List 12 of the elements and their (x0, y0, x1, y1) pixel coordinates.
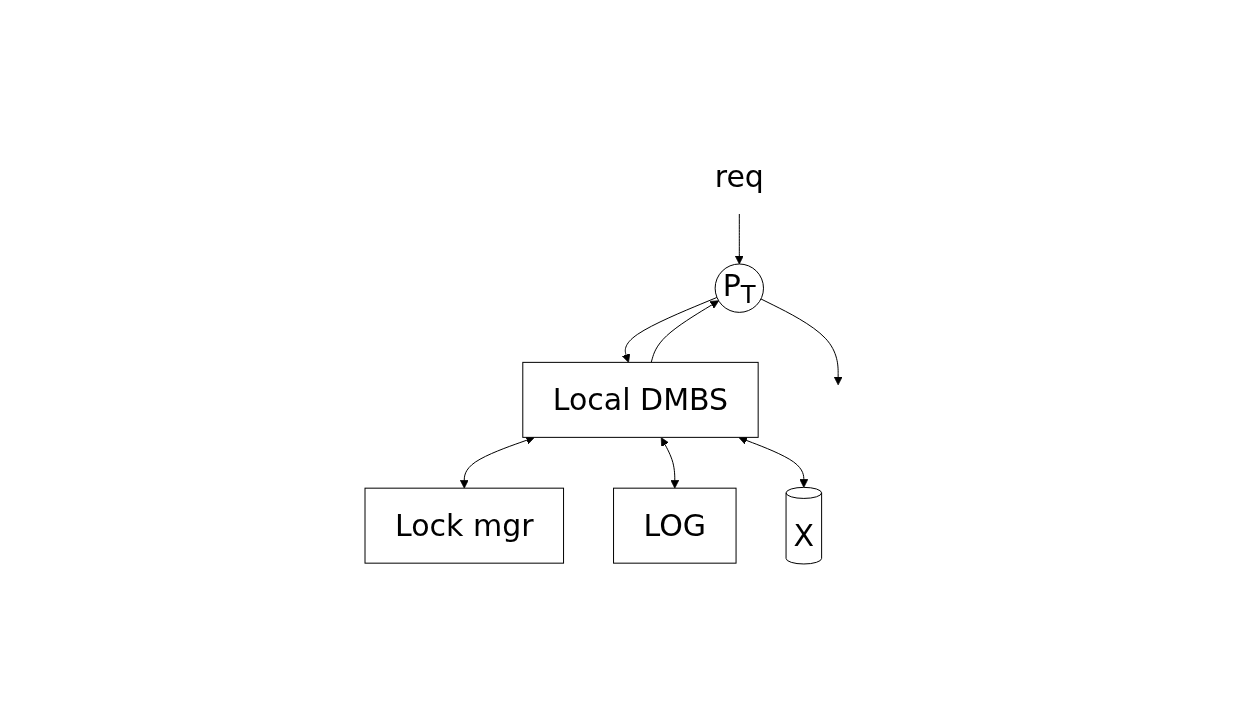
arrow (661, 437, 680, 489)
node-box: LOG (613, 487, 737, 564)
arrow (651, 300, 720, 363)
node-box: Local DMBS (522, 361, 760, 438)
node-text: req (715, 159, 765, 195)
node-circle: P$_{T}$ (715, 263, 765, 313)
arrow (735, 213, 745, 265)
arrow (738, 436, 809, 488)
node-box: Lock mgr (364, 487, 565, 564)
arrow (760, 298, 843, 386)
arrow (460, 436, 536, 489)
arrow (622, 296, 718, 363)
